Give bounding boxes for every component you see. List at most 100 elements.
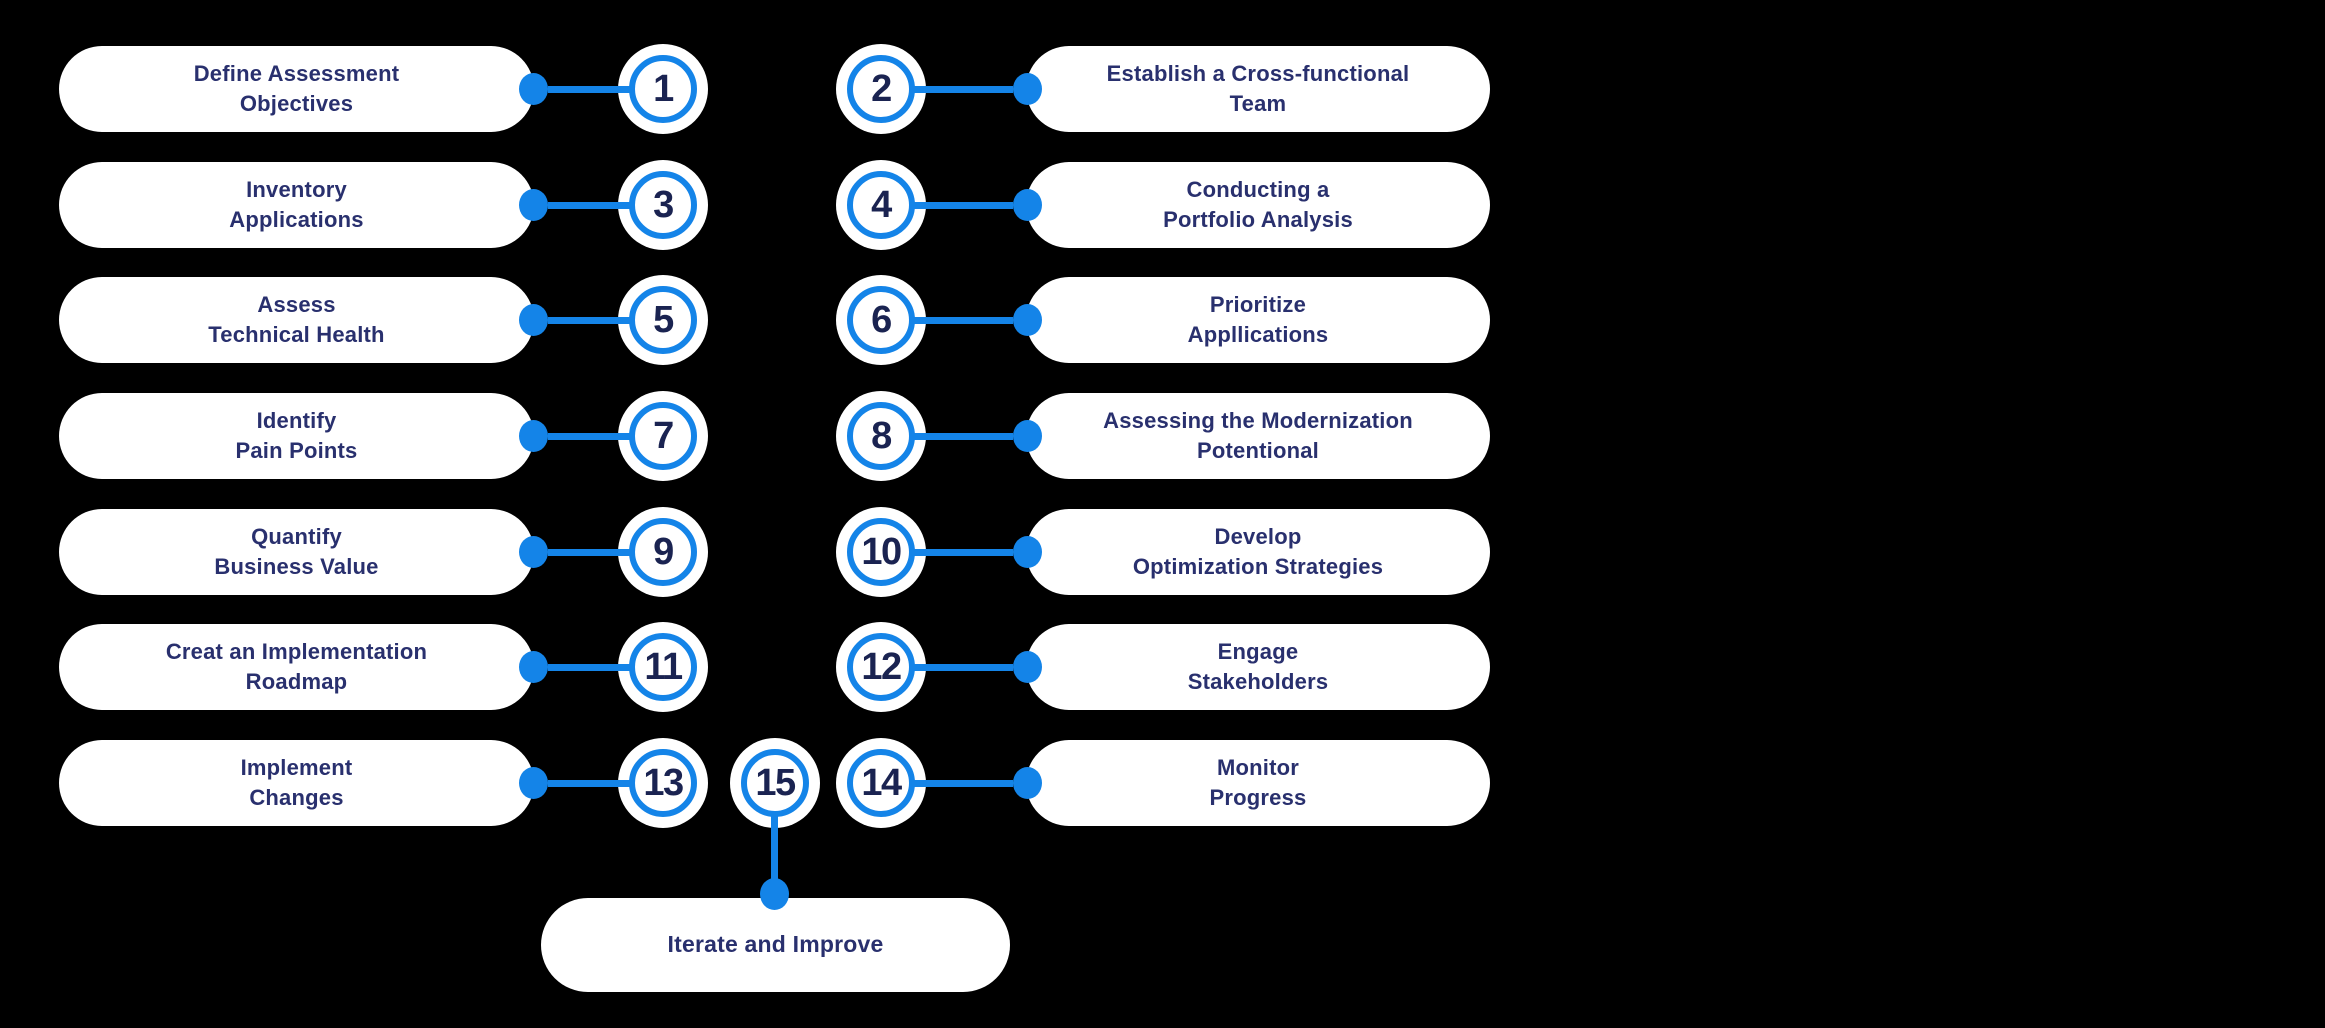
step-8-number-ring: 8 — [847, 402, 915, 470]
step-3-pill: Inventory Applications — [59, 162, 534, 248]
step-15-number-circle: 15 — [730, 738, 820, 828]
step-8-label: Assessing the Modernization Potentional — [1103, 406, 1413, 465]
step-3-connector-line — [548, 201, 630, 209]
step-4-number: 4 — [871, 183, 892, 226]
step-5-number-circle: 5 — [618, 275, 708, 365]
step-13-connector-dot — [519, 767, 548, 799]
step-14-connector — [914, 738, 1042, 828]
step-4-number-circle: 4 — [836, 160, 926, 250]
step-5-label-line-1: Assess — [257, 292, 336, 318]
step-1-connector-line — [548, 85, 630, 93]
step-14-number: 14 — [861, 761, 902, 804]
step-8-connector-line — [914, 432, 1013, 440]
step-11-number-ring: 11 — [629, 633, 697, 701]
step-14-label-line-2: Progress — [1209, 785, 1307, 810]
step-7-number-ring: 7 — [629, 402, 697, 470]
step-7-label: Identify Pain Points — [236, 406, 358, 465]
step-15-connector-line — [771, 810, 778, 894]
step-10-connector — [914, 507, 1042, 597]
step-2-label-line-1: Establish a Cross-functional — [1106, 61, 1410, 87]
step-10-label: Develop Optimization Strategies — [1133, 522, 1383, 581]
step-13-number-ring: 13 — [629, 749, 697, 817]
step-6-connector-dot — [1013, 304, 1042, 336]
step-15-number: 15 — [755, 761, 796, 804]
step-11-connector — [519, 622, 630, 712]
step-7-connector — [519, 391, 630, 481]
step-10-label-line-1: Develop — [1214, 524, 1302, 550]
step-6-label-line-1: Prioritize — [1209, 292, 1307, 318]
step-10: 10 Develop Optimization Strategies — [836, 507, 1490, 597]
step-7: Identify Pain Points 7 — [59, 391, 708, 481]
step-11-label-line-2: Roadmap — [245, 669, 348, 694]
step-1-number-circle: 1 — [618, 44, 708, 134]
step-10-connector-dot — [1013, 536, 1042, 568]
step-5-label: Assess Technical Health — [208, 290, 384, 349]
step-13: Implement Changes 13 — [59, 738, 708, 828]
step-14-label-line-1: Monitor — [1216, 755, 1300, 781]
step-13-label-line-1: Implement — [240, 755, 353, 781]
step-6-label-line-2: Appllications — [1187, 322, 1329, 347]
step-9-label: Quantify Business Value — [214, 522, 378, 581]
step-12-connector — [914, 622, 1042, 712]
step-12-label: Engage Stakeholders — [1188, 637, 1329, 696]
step-9-number: 9 — [653, 530, 674, 573]
step-8-label-line-2: Potentional — [1197, 438, 1319, 463]
step-7-pill: Identify Pain Points — [59, 393, 534, 479]
step-12-label-line-2: Stakeholders — [1187, 669, 1329, 694]
step-5-connector-dot — [519, 304, 548, 336]
step-11-connector-line — [548, 663, 630, 671]
step-4-number-ring: 4 — [847, 171, 915, 239]
step-13-connector — [519, 738, 630, 828]
step-15-connector-dot — [760, 878, 789, 910]
step-7-label-line-2: Pain Points — [235, 438, 358, 463]
step-14-connector-dot — [1013, 767, 1042, 799]
step-14: 14 Monitor Progress — [836, 738, 1490, 828]
step-6: 6 Prioritize Appllications — [836, 275, 1490, 365]
step-13-label-line-2: Changes — [249, 785, 344, 810]
step-2-connector-line — [914, 85, 1013, 93]
step-8-pill: Assessing the Modernization Potentional — [1026, 393, 1490, 479]
step-2-number: 2 — [871, 67, 892, 110]
step-9-connector-line — [548, 548, 630, 556]
step-3-number-ring: 3 — [629, 171, 697, 239]
step-4-label-line-2: Portfolio Analysis — [1163, 207, 1353, 232]
step-7-connector-dot — [519, 420, 548, 452]
step-5-number: 5 — [653, 298, 674, 341]
step-8: 8 Assessing the Modernization Potentiona… — [836, 391, 1490, 481]
step-13-connector-line — [548, 779, 630, 787]
step-12-number-ring: 12 — [847, 633, 915, 701]
step-4: 4 Conducting a Portfolio Analysis — [836, 160, 1490, 250]
step-9-connector-dot — [519, 536, 548, 568]
step-4-label: Conducting a Portfolio Analysis — [1163, 175, 1353, 234]
step-1-connector-dot — [519, 73, 548, 105]
step-5-label-line-2: Technical Health — [208, 322, 385, 347]
step-2-number-circle: 2 — [836, 44, 926, 134]
step-9: Quantify Business Value 9 — [59, 507, 708, 597]
step-2-connector-dot — [1013, 73, 1042, 105]
step-3-connector — [519, 160, 630, 250]
step-10-number: 10 — [861, 530, 902, 573]
step-12-number: 12 — [861, 645, 902, 688]
step-12-pill: Engage Stakeholders — [1026, 624, 1490, 710]
step-14-pill: Monitor Progress — [1026, 740, 1490, 826]
step-14-connector-line — [914, 779, 1013, 787]
step-5-connector-line — [548, 316, 630, 324]
step-6-connector — [914, 275, 1042, 365]
step-11: Creat an Implementation Roadmap 11 — [59, 622, 708, 712]
step-3-label: Inventory Applications — [229, 175, 363, 234]
step-11-number-circle: 11 — [618, 622, 708, 712]
step-15-label: Iterate and Improve — [668, 929, 884, 960]
step-14-label: Monitor Progress — [1210, 753, 1307, 812]
step-3-label-line-2: Applications — [229, 207, 364, 232]
step-9-pill: Quantify Business Value — [59, 509, 534, 595]
step-7-number: 7 — [653, 414, 674, 457]
step-13-pill: Implement Changes — [59, 740, 534, 826]
step-15-number-ring: 15 — [741, 749, 809, 817]
step-3: Inventory Applications 3 — [59, 160, 708, 250]
step-14-number-ring: 14 — [847, 749, 915, 817]
step-15-label-line-1: Iterate and Improve — [667, 931, 884, 958]
step-11-connector-dot — [519, 651, 548, 683]
step-3-connector-dot — [519, 189, 548, 221]
step-9-number-ring: 9 — [629, 518, 697, 586]
